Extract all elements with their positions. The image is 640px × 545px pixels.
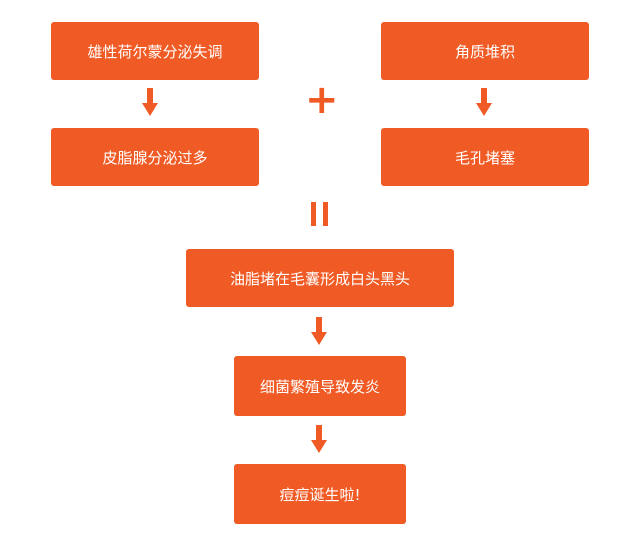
node-acne-appears-label: 痘痘诞生啦! [279,485,361,504]
node-bacterial-inflammation: 细菌繁殖导致发炎 [234,356,406,416]
arrow-down-icon [311,317,327,347]
node-pore-clogging: 毛孔堵塞 [381,128,589,186]
node-sebum-overproduction-label: 皮脂腺分泌过多 [102,148,208,167]
node-blackhead-formation-label: 油脂堵在毛囊形成白头黑头 [229,269,410,288]
node-blackhead-formation: 油脂堵在毛囊形成白头黑头 [186,249,454,307]
node-bacterial-inflammation-label: 细菌繁殖导致发炎 [259,377,380,396]
arrow-down-icon [476,88,492,118]
arrow-down-icon [142,88,158,118]
plus-sign: + [305,77,339,123]
node-hormone-imbalance-label: 雄性荷尔蒙分泌失调 [87,42,223,61]
node-pore-clogging-label: 毛孔堵塞 [454,148,515,167]
node-keratin-buildup-label: 角质堆积 [454,42,515,61]
node-acne-appears: 痘痘诞生啦! [234,464,406,524]
node-sebum-overproduction: 皮脂腺分泌过多 [51,128,259,186]
arrow-down-icon [311,425,327,455]
node-hormone-imbalance: 雄性荷尔蒙分泌失调 [51,22,259,80]
node-keratin-buildup: 角质堆积 [381,22,589,80]
